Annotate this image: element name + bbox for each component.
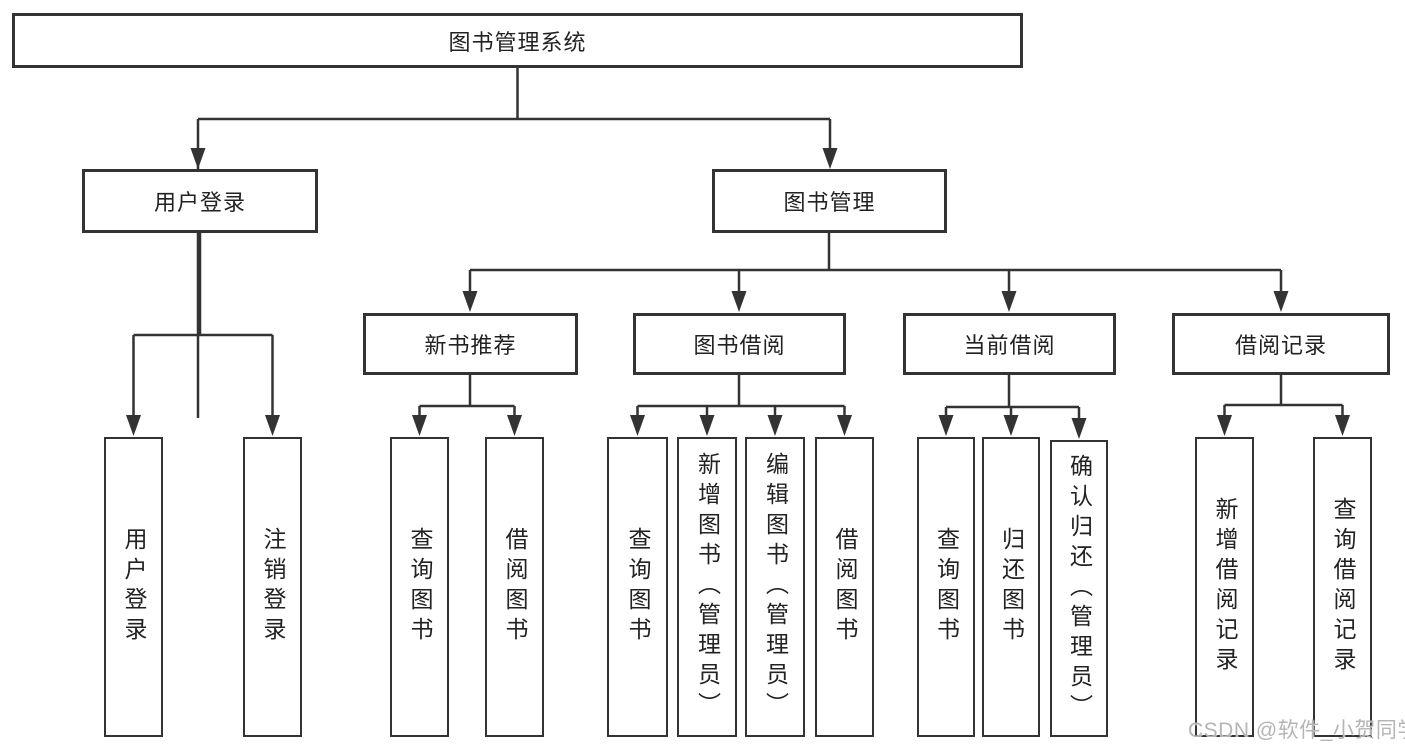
leaf-logout: 注销登录: [243, 437, 302, 737]
leaf-add-borrow-record: 新增借阅记录: [1195, 437, 1254, 737]
leaf-query-books-recommend: 查询图书: [390, 437, 449, 737]
node-user-login: 用户登录: [82, 169, 318, 233]
leaf-query-borrow-record-label: 查询借阅记录: [1330, 497, 1356, 677]
connector-new-book-children: [412, 375, 522, 436]
leaf-confirm-return-admin-label: 确认归还（管理员）: [1066, 453, 1093, 724]
leaf-query-books-current: 查询图书: [917, 437, 975, 737]
leaf-borrow-books-recommend: 借阅图书: [485, 437, 544, 737]
leaf-user-login: 用户登录: [104, 437, 163, 737]
connector-book-management-sections: [462, 233, 1289, 312]
leaf-add-books-admin-label: 新增图书（管理员）: [694, 452, 721, 722]
leaf-borrow-books: 借阅图书: [815, 437, 874, 737]
node-current-borrow-label: 当前借阅: [963, 333, 1056, 358]
leaf-query-books-current-label: 查询图书: [933, 527, 960, 647]
leaf-add-books-admin: 新增图书（管理员）: [677, 437, 737, 737]
leaf-return-books: 归还图书: [982, 437, 1040, 737]
node-user-login-label: 用户登录: [153, 190, 246, 215]
leaf-edit-books-admin-label: 编辑图书（管理员）: [762, 452, 789, 722]
node-library-system-label: 图书管理系统: [448, 29, 587, 55]
leaf-query-borrow-record: 查询借阅记录: [1313, 437, 1372, 737]
leaf-user-login-label: 用户登录: [121, 527, 147, 647]
leaf-query-books-borrow-label: 查询图书: [625, 527, 651, 647]
node-book-management: 图书管理: [712, 169, 947, 233]
node-new-book-recommend: 新书推荐: [363, 313, 578, 375]
node-library-system: 图书管理系统: [12, 13, 1023, 68]
leaf-add-borrow-record-label: 新增借阅记录: [1212, 497, 1238, 677]
connector-current-borrow-children: [938, 375, 1087, 439]
leaf-borrow-books-label: 借阅图书: [832, 527, 858, 647]
node-book-management-label: 图书管理: [783, 190, 876, 215]
leaf-borrow-books-recommend-label: 借阅图书: [502, 527, 528, 647]
csdn-watermark: CSDN @软件_小贺同学: [1188, 719, 1405, 742]
connector-user-login-children: [126, 233, 280, 436]
connector-borrow-records-children: [1217, 375, 1350, 436]
leaf-edit-books-admin: 编辑图书（管理员）: [745, 437, 805, 737]
node-book-borrow-label: 图书借阅: [693, 333, 786, 358]
leaf-logout-label: 注销登录: [260, 527, 286, 647]
node-book-borrow: 图书借阅: [633, 313, 846, 375]
leaf-query-books-recommend-label: 查询图书: [407, 527, 433, 647]
node-new-book-recommend-label: 新书推荐: [424, 333, 517, 358]
node-current-borrow: 当前借阅: [903, 313, 1116, 375]
leaf-query-books-borrow: 查询图书: [607, 437, 668, 737]
node-borrow-records: 借阅记录: [1172, 313, 1390, 375]
leaf-confirm-return-admin: 确认归还（管理员）: [1050, 440, 1108, 737]
leaf-return-books-label: 归还图书: [998, 527, 1025, 647]
connector-book-borrow-children: [630, 375, 852, 436]
node-borrow-records-label: 借阅记录: [1234, 333, 1327, 358]
